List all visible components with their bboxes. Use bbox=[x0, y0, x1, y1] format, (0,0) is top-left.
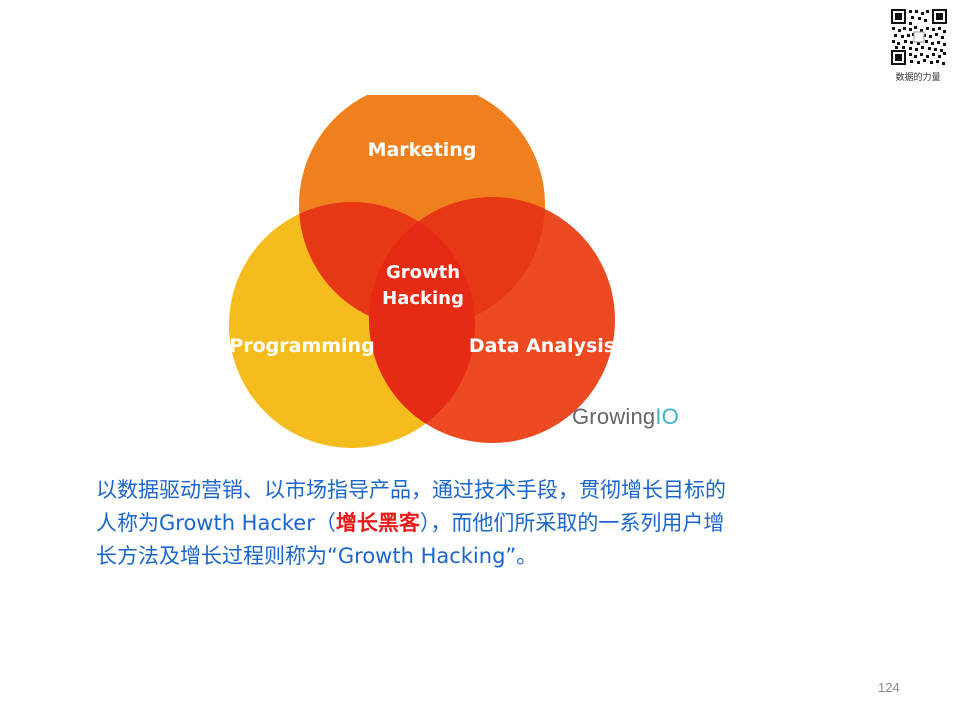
qr-code-image bbox=[890, 8, 948, 66]
growingio-logo-text: Growing bbox=[572, 404, 656, 429]
paragraph-line-2: 人称为Growth Hacker（增长黑客），而他们所采取的一系列用户增 bbox=[96, 507, 856, 540]
growth-hacker-highlight: 增长黑客 bbox=[335, 511, 420, 535]
definition-paragraph: 以数据驱动营销、以市场指导产品，通过技术手段，贯彻增长目标的 人称为Growth… bbox=[96, 474, 856, 573]
page-number: 124 bbox=[878, 680, 900, 695]
growth-hacking-label-line2: Hacking bbox=[382, 288, 464, 309]
qr-caption: 数据的力量 bbox=[895, 73, 941, 83]
marketing-label: Marketing bbox=[368, 139, 477, 161]
growth-hacking-label-line1: Growth bbox=[386, 262, 460, 283]
data-analysis-label: Data Analysis bbox=[469, 335, 615, 357]
paragraph-line-3: 长方法及增长过程则称为“Growth Hacking”。 bbox=[96, 544, 538, 568]
venn-diagram: Marketing Programming Data Analysis Grow… bbox=[215, 82, 715, 455]
growingio-logo: GrowingIO bbox=[572, 404, 679, 430]
paragraph-line-2-end: ），而他们所采取的一系列用户增 bbox=[419, 511, 725, 535]
paragraph-line-2-start: 人称为Growth Hacker（ bbox=[96, 511, 336, 535]
programming-data-overlap bbox=[369, 202, 475, 443]
paragraph-line-1: 以数据驱动营销、以市场指导产品，通过技术手段，贯彻增长目标的 bbox=[96, 478, 726, 502]
programming-label: Programming bbox=[229, 335, 374, 357]
growingio-logo-accent: IO bbox=[655, 404, 679, 429]
